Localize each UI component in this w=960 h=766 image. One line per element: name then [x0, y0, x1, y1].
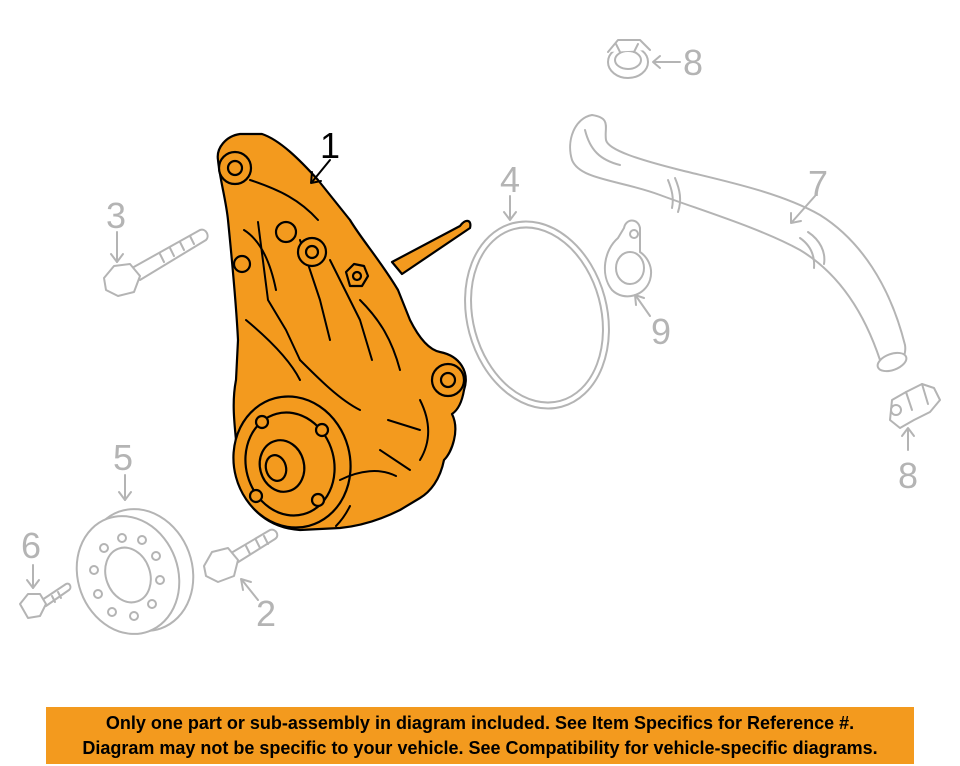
callout-8-bottom: 8 [898, 455, 918, 496]
disclaimer-banner: Only one part or sub-assembly in diagram… [46, 707, 914, 764]
callout-8-top: 8 [683, 42, 703, 83]
pulley-bolt-holes [89, 533, 165, 621]
callout-2: 2 [256, 593, 276, 634]
clamp-9 [603, 219, 652, 317]
clamp-top-8 [607, 39, 681, 79]
disclaimer-line-2: Diagram may not be specific to your vehi… [82, 737, 878, 758]
callout-4: 4 [500, 159, 520, 200]
callout-9: 9 [651, 311, 671, 352]
bolt-3 [103, 228, 209, 297]
gasket-4 [464, 195, 610, 410]
water-pump-1 [216, 132, 472, 532]
callout-3: 3 [106, 195, 126, 236]
bolt-6 [19, 564, 72, 619]
hose-7 [569, 114, 908, 373]
disclaimer-line-1: Only one part or sub-assembly in diagram… [105, 712, 855, 733]
callout-6: 6 [21, 525, 41, 566]
callout-1: 1 [320, 125, 340, 166]
pulley-5 [75, 474, 195, 635]
parts-diagram: 8 7 9 8 4 [19, 39, 941, 635]
callout-7: 7 [808, 163, 828, 204]
callout-5: 5 [113, 437, 133, 478]
clamp-bottom-8 [889, 383, 941, 451]
bolt-2 [203, 528, 279, 601]
